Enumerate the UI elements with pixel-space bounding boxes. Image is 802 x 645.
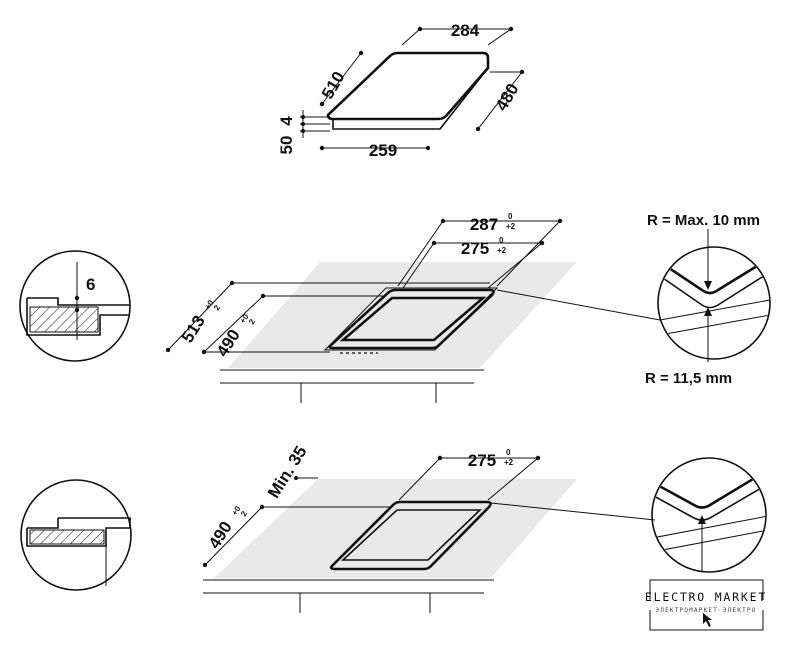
dim-flush-depth: 490 [205,518,236,552]
dim-outer-width: 287 [470,215,498,234]
electro-market-logo: ELECTRO MARKET ЭЛЕКТРОМАРКЕТ·ЭЛЕКТРО [645,579,767,631]
dim-flush-depth-tol-bottom: 2 [239,509,249,518]
dim-outer-depth-tol-bottom: 2 [212,303,222,312]
cursor-icon [703,613,712,627]
dim-thickness: 4 [277,116,296,126]
dim-width-top: 284 [451,21,480,40]
hob-top-view: 284 510 4 50 259 480 [277,21,525,160]
dim-outer-width-tol-top: 0 [508,212,513,221]
dim-depth-right: 480 [492,80,523,114]
dim-flush-width: 275 [468,451,496,470]
edge-detail-standard: 6 [19,250,131,362]
dim-height: 50 [277,136,296,155]
dim-inner-width-tol-top: 0 [499,236,504,245]
radius-max-label: R = Max. 10 mm [647,212,760,229]
dim-inner-width: 275 [461,239,489,258]
logo-title: ELECTRO MARKET [645,590,767,604]
edge-detail-value: 6 [86,275,95,294]
dim-inner-width-tol-bottom: +2 [497,246,507,255]
dim-depth-left: 510 [318,68,349,102]
dim-inner-depth-tol-bottom: 2 [247,317,257,326]
radius-detail-flush [651,457,767,573]
cutout-flush: 275 0 +2 490 +0 2 Min. 35 [20,443,767,613]
edge-detail-flush [20,479,132,591]
cutout-standard: 287 0 +2 275 0 +2 513 +0 2 490 +0 2 6 [19,212,771,403]
radius-detail-standard: R = Max. 10 mm R = 11,5 mm [645,212,771,387]
dim-outer-width-tol-bottom: +2 [506,222,516,231]
logo-subtitle: ЭЛЕКТРОМАРКЕТ·ЭЛЕКТРО [655,607,756,614]
dim-width-bottom: 259 [369,141,397,160]
dim-flush-width-tol-bottom: +2 [504,458,514,467]
dim-inner-depth: 490 [213,326,244,360]
dim-flush-width-tol-top: 0 [506,448,511,457]
radius-min-label: R = 11,5 mm [645,370,732,387]
dim-outer-depth: 513 [178,312,209,346]
